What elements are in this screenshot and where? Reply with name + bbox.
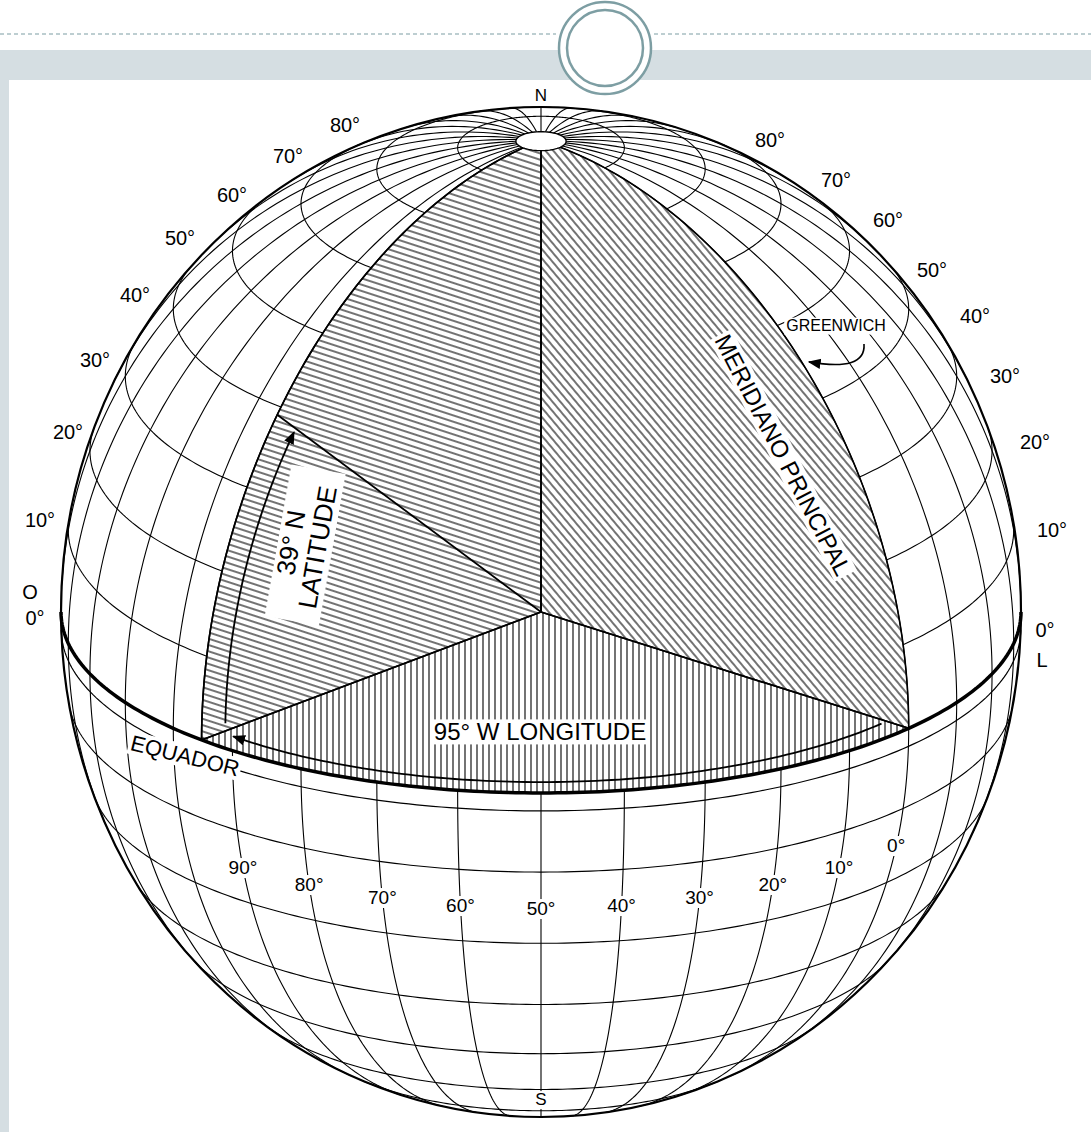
latitude-degree: 30° — [78, 350, 112, 371]
graticule-line — [566, 141, 1021, 612]
graticule-line — [90, 144, 517, 968]
latitude-degree: 20° — [51, 422, 85, 443]
graticule-line — [125, 344, 247, 487]
latitude-degree: 20° — [1018, 432, 1052, 453]
graticule-line — [90, 427, 222, 571]
graticule-line — [363, 1081, 720, 1111]
dashed-rule — [0, 33, 556, 34]
latitude-degree: 40° — [118, 285, 152, 306]
graticule-line — [540, 793, 541, 1117]
equator-plane — [202, 612, 909, 793]
longitude-degree: 30° — [683, 888, 716, 908]
equator-line — [61, 612, 1021, 793]
graticule-line — [458, 790, 510, 1116]
graticule-line — [545, 108, 571, 132]
latitude-degree: 0° — [1033, 620, 1056, 641]
latitude-degree: 60° — [871, 210, 905, 231]
globe-outline — [61, 107, 1021, 1117]
leader-arrow — [809, 344, 864, 365]
graticule-line — [480, 111, 533, 132]
meridian-name: GREENWICH — [784, 318, 888, 335]
graticule-line — [540, 107, 541, 132]
longitude-degree: 50° — [525, 899, 558, 919]
graticule-line — [681, 751, 849, 1095]
longitude-degree: 80° — [293, 875, 326, 895]
latitude-degree: 30° — [988, 366, 1022, 387]
longitude-degree: 20° — [756, 875, 789, 895]
meridian-edge — [202, 148, 524, 740]
latitude-degree: 50° — [915, 260, 949, 281]
ring-ornament — [567, 10, 643, 86]
graticule-line — [572, 790, 624, 1116]
latitude-degree: 70° — [819, 170, 853, 191]
longitude-degree: 0° — [885, 836, 907, 856]
slide-band — [0, 50, 1091, 1132]
graticule-line — [269, 1028, 814, 1090]
graticule-line — [605, 782, 705, 1112]
compass-letter: N — [533, 87, 549, 105]
cut-planes — [202, 141, 909, 793]
longitude-degree: 40° — [605, 896, 638, 916]
compass-letter: S — [533, 1091, 548, 1109]
equator-line — [61, 630, 1020, 811]
longitude-degree: 90° — [227, 858, 260, 878]
latitude-degree: 60° — [215, 185, 249, 206]
ring-ornament — [559, 2, 651, 94]
graticule-line — [206, 137, 518, 251]
graticule-line — [173, 147, 521, 1076]
longitude-degree: 70° — [366, 888, 399, 908]
graticule — [61, 107, 1021, 1117]
pole-cap — [516, 132, 566, 151]
slide-panel — [9, 80, 1091, 1132]
graticule-line — [68, 521, 206, 656]
graticule-line — [563, 146, 957, 1039]
graticule-line — [232, 751, 400, 1095]
graticule-line — [193, 960, 888, 1054]
graticule-line — [887, 427, 993, 560]
graticule-line — [377, 782, 477, 1112]
direction-letter: O — [20, 582, 40, 603]
graticule-line — [722, 144, 781, 262]
graticule-line — [859, 344, 956, 477]
graticule-line — [565, 144, 992, 968]
graticule-line — [458, 128, 482, 170]
graticule-line — [903, 521, 1014, 645]
latitude-degree: 10° — [1035, 520, 1069, 541]
angle-label: 95° W LONGITUDE — [432, 719, 648, 744]
latitude-degree: 80° — [753, 130, 787, 151]
latitude-degree: 0° — [23, 608, 46, 629]
graticule-line — [69, 706, 1012, 872]
graticule-line — [377, 129, 425, 213]
globe-ground — [61, 107, 1021, 1117]
graticule-line — [232, 198, 322, 333]
latitude-degree: 10° — [23, 510, 57, 531]
graticule-line — [301, 146, 371, 268]
graticule-line — [566, 139, 970, 384]
direction-letter: L — [1034, 650, 1049, 671]
latitude-degree: 70° — [271, 146, 305, 167]
graticule-line — [173, 266, 281, 407]
latitude-degree: 40° — [958, 306, 992, 327]
longitude-degree: 10° — [823, 858, 856, 878]
graticule-line — [565, 137, 877, 251]
latitude-degree: 80° — [328, 115, 362, 136]
longitude-degree: 60° — [444, 896, 477, 916]
latitude-degree: 50° — [163, 228, 197, 249]
axis-line — [540, 141, 542, 612]
dashed-rule — [654, 33, 1091, 34]
graticule-line — [560, 147, 908, 1076]
globe — [61, 107, 1021, 1117]
graticule-line — [125, 146, 519, 1039]
